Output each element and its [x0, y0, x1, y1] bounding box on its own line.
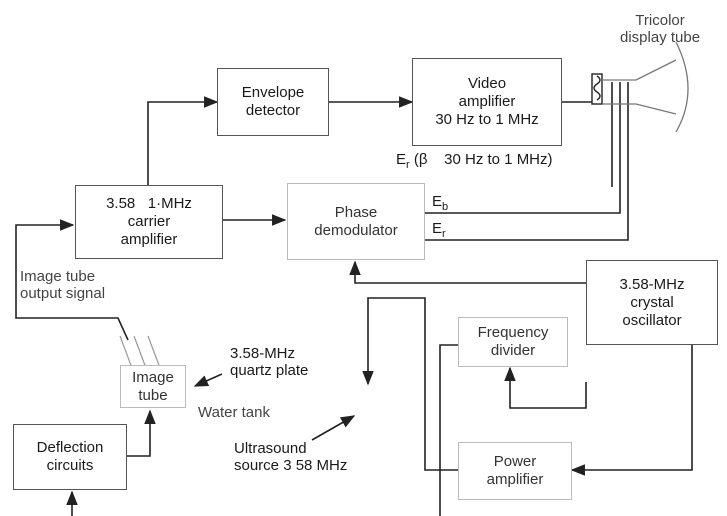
- carrier-to-envelope-line: [147, 96, 219, 185]
- display-tube-gun: [591, 73, 603, 105]
- envelope-detector-line1: Envelope: [241, 84, 305, 101]
- image-tube-output-line1: Image tube: [20, 268, 96, 285]
- eg-line: [425, 82, 629, 241]
- image-tube-block: Image tube: [120, 365, 186, 408]
- crystal-oscillator-block: 3.58-MHz crystal oscillator: [586, 260, 718, 345]
- tricolor-line2: display tube: [620, 29, 701, 46]
- deflection-circuits-line2: circuits: [46, 457, 94, 474]
- carrier-amplifier-block: 3.58 1·MHz carrier amplifier: [75, 185, 223, 259]
- video-amplifier-block: Video amplifier 30 Hz to 1 MHz: [412, 58, 562, 146]
- phase-demodulator-line1: Phase: [334, 203, 378, 221]
- power-amplifier-line2: amplifier: [486, 471, 544, 488]
- oscillator-to-power-line: [570, 345, 693, 476]
- deflection-circuits-line1: Deflection: [36, 439, 104, 456]
- carrier-amplifier-line3: amplifier: [120, 231, 178, 248]
- video-amplifier-line2: amplifier: [458, 93, 516, 110]
- er-band: (β 30 Hz to 1 MHz): [413, 151, 553, 168]
- eb-sub: b: [442, 201, 449, 213]
- deflection-circuits-block: Deflection circuits: [13, 424, 127, 490]
- eg-letter: E: [432, 220, 443, 237]
- divider-feedback-line: [504, 366, 587, 409]
- image-tube-lens: [119, 335, 161, 369]
- er-sub: r: [406, 159, 410, 171]
- phase-demodulator-block: Phase demodulator: [287, 183, 425, 260]
- frequency-divider-line1: Frequency: [477, 324, 549, 341]
- ultrasound-line1: Ultrasound: [234, 440, 307, 457]
- carrier-amplifier-line2: carrier: [127, 213, 171, 230]
- deflection-to-imagetube-line: [127, 409, 156, 457]
- display-tube-screen: [675, 41, 689, 133]
- oscillator-to-phase-line: [349, 260, 586, 284]
- ultrasound-drive-line: [362, 297, 458, 471]
- ultrasound-source-label: Ultrasound source 3 58 MHz: [234, 440, 347, 474]
- display-tube-neck: [602, 59, 677, 115]
- ultrasound-line2: source 3 58 MHz: [234, 457, 348, 474]
- phase-demodulator-line2: demodulator: [314, 221, 398, 239]
- image-tube-line1: Image: [132, 368, 174, 386]
- image-tube-output-line2: output signal: [20, 285, 106, 302]
- display-tube-coil: [593, 75, 601, 101]
- er-letter: E: [396, 151, 407, 168]
- tricolor-line1: Tricolor: [635, 12, 685, 29]
- quartz-plate-label: 3.58-MHz quartz plate: [230, 345, 308, 379]
- envelope-detector-line2: detector: [245, 102, 301, 119]
- crystal-oscillator-line2: crystal: [630, 293, 674, 311]
- image-tube-line2: tube: [138, 386, 168, 404]
- quartz-plate-line1: 3.58-MHz: [230, 345, 296, 362]
- frequency-divider-block: Frequency divider: [458, 317, 568, 367]
- eg-signal-label: Er: [432, 220, 446, 243]
- ultrasound-pointer-line: [311, 415, 356, 441]
- eb-signal-label: Eb: [432, 193, 448, 216]
- crystal-oscillator-line3: oscillator: [622, 311, 682, 329]
- video-amplifier-line3: 30 Hz to 1 MHz: [435, 111, 539, 128]
- power-feed-line: [439, 344, 458, 516]
- frequency-divider-line2: divider: [490, 342, 536, 359]
- eb-letter: E: [432, 193, 443, 210]
- power-amplifier-block: Power amplifier: [458, 442, 572, 500]
- water-tank-label: Water tank: [198, 404, 270, 421]
- quartz-pointer-line: [193, 373, 223, 387]
- power-amplifier-line1: Power: [493, 453, 537, 470]
- er-signal-label: Er (β 30 Hz to 1 MHz): [396, 151, 553, 174]
- image-tube-output-label: Image tube output signal: [20, 268, 105, 302]
- imagetube-to-carrier-line: [15, 219, 129, 341]
- crystal-oscillator-line1: 3.58-MHz: [619, 275, 685, 293]
- envelope-detector-block: Envelope detector: [217, 68, 329, 136]
- tricolor-display-tube-label: Tricolor display tube: [620, 12, 700, 46]
- quartz-plate-line2: quartz plate: [230, 362, 309, 379]
- video-amplifier-line1: Video: [467, 75, 507, 92]
- eg-sub: r: [442, 228, 446, 240]
- eb-line: [425, 82, 621, 214]
- carrier-amplifier-line1: 3.58 1·MHz: [106, 195, 192, 212]
